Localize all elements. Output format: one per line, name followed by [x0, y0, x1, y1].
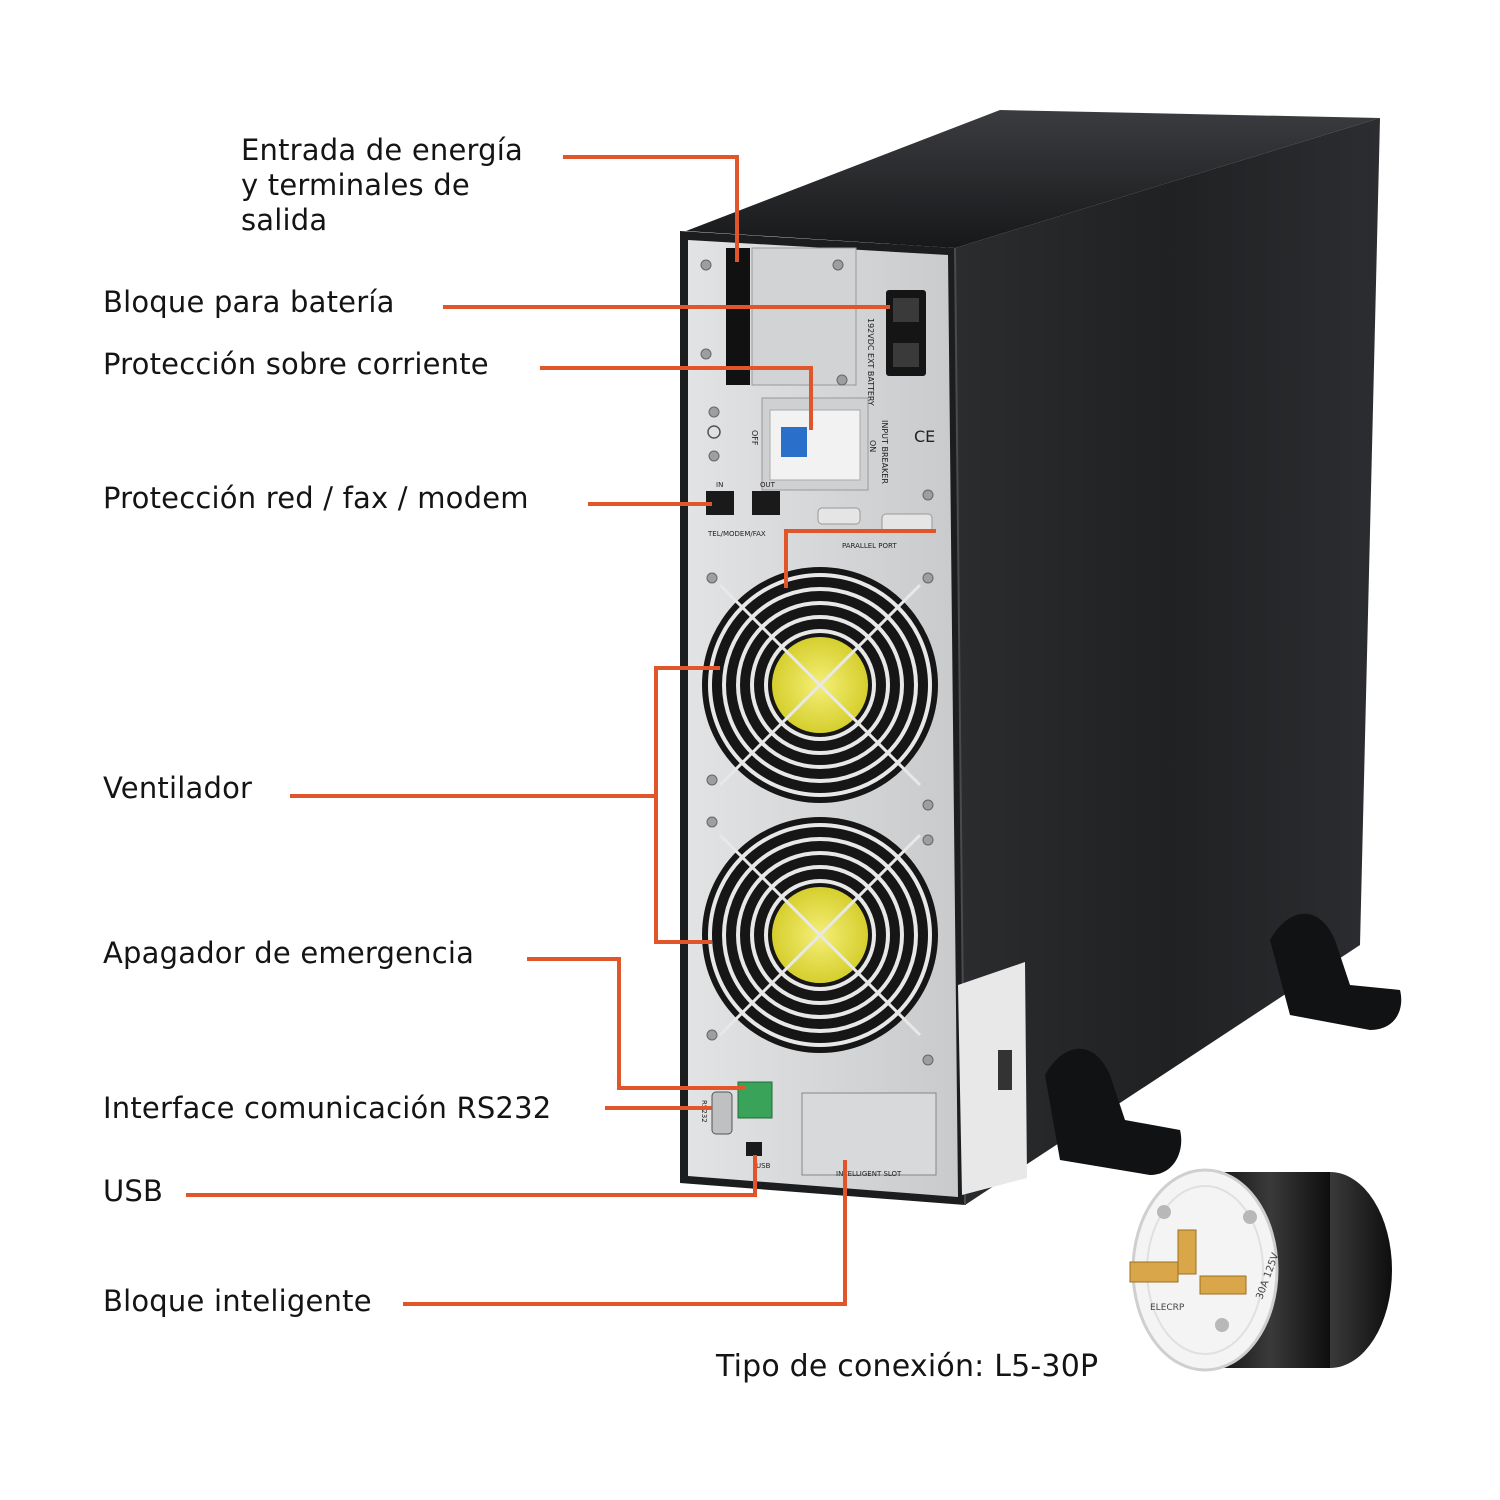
side-sticker [958, 962, 1027, 1195]
usb-port-text: USB [756, 1162, 771, 1170]
case-side [955, 118, 1380, 1205]
label-rs232: Interface comunicación RS232 [103, 1091, 552, 1125]
leader-fan-2 [654, 796, 712, 944]
leader-fan [290, 666, 720, 798]
slot-text: INTELLIGENT SLOT [836, 1170, 902, 1178]
stand-feet [1045, 913, 1402, 1175]
comm-block: RS232 USB INTELLIGENT SLOT [700, 1081, 937, 1178]
usb-port [746, 1142, 762, 1156]
tel-ports-text: TEL/MODEM/FAX [707, 530, 766, 538]
fan-2 [702, 817, 938, 1053]
io-cover [751, 247, 857, 386]
ce-mark: CE [914, 427, 935, 446]
fan-1 [702, 567, 938, 803]
leader-power-io [563, 155, 739, 262]
ground-icon [707, 425, 721, 439]
label-smart-slot: Bloque inteligente [103, 1284, 372, 1318]
breaker-text: INPUT BREAKER [880, 420, 889, 484]
rs232-port-text: RS232 [700, 1100, 708, 1123]
label-usb: USB [103, 1174, 164, 1208]
foot-front [1045, 1048, 1182, 1175]
label-emergency-off: Apagador de emergencia [103, 936, 475, 970]
brand-badge [998, 1050, 1012, 1090]
plug-blade-2 [1177, 1229, 1197, 1275]
port-in-text: IN [716, 481, 723, 489]
breaker-off-text: OFF [750, 430, 759, 446]
label-power-io: Entrada de energía y terminales de salid… [241, 133, 523, 237]
label-network-protection: Protección red / fax / modem [103, 481, 529, 515]
plug-blade-3 [1199, 1275, 1247, 1295]
case-top [686, 110, 1380, 248]
l5-30p-plug: ELECRP 30A 125V [1129, 1168, 1392, 1372]
io-slot [726, 248, 750, 385]
leader-lines [186, 155, 936, 1306]
sticker [958, 962, 1027, 1195]
leader-fan-top [784, 529, 936, 588]
battery-terminal-text: 192VDC EXT BATTERY [866, 318, 875, 406]
leader-usb [186, 1155, 757, 1197]
breaker-on-text: ON [868, 440, 877, 452]
foot-back [1270, 913, 1402, 1030]
label-connection-type: Tipo de conexión: L5-30P [716, 1349, 1099, 1384]
rs232-port [711, 1091, 733, 1135]
leader-smart-slot [403, 1160, 847, 1306]
breaker-switch [781, 427, 807, 457]
leader-overcurrent [540, 366, 813, 430]
leader-emergency-off [527, 957, 745, 1090]
parallel-port-text: PARALLEL PORT [842, 542, 897, 550]
label-fan: Ventilador [103, 771, 253, 805]
input-breaker: INPUT BREAKER ON OFF CE [707, 397, 935, 491]
label-overcurrent: Protección sobre corriente [103, 347, 489, 381]
battery-terminal: 192VDC EXT BATTERY [866, 290, 926, 406]
parallel-port-1 [817, 507, 861, 525]
panel-screws [700, 259, 934, 1066]
port-out [752, 491, 780, 515]
port-out-text: OUT [760, 481, 776, 489]
intelligent-slot [801, 1092, 937, 1176]
label-battery-block: Bloque para batería [103, 285, 395, 319]
plug-blade-1 [1129, 1261, 1179, 1283]
plug-brand-text: ELECRP [1150, 1303, 1185, 1313]
